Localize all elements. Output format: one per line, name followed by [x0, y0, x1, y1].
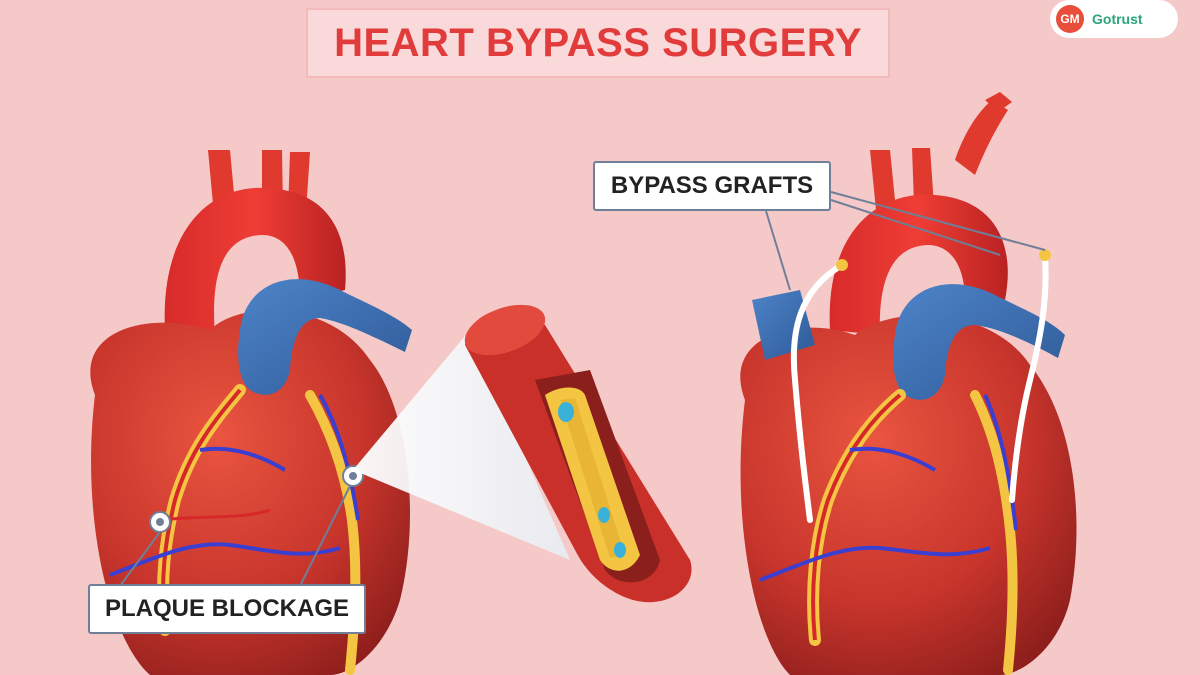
left-heart: [90, 150, 412, 675]
brand-badge-icon: GM: [1056, 5, 1084, 33]
brand-name: Gotrust: [1092, 11, 1143, 27]
magnify-cone: [353, 330, 570, 560]
brand-logo[interactable]: GM Gotrust: [1050, 0, 1178, 38]
artery-cross-section: [464, 304, 692, 603]
bypass-grafts-label: BYPASS GRAFTS: [593, 161, 831, 211]
title-banner: HEART BYPASS SURGERY: [306, 8, 890, 78]
plaque-blockage-label: PLAQUE BLOCKAGE: [88, 584, 366, 634]
page-title: HEART BYPASS SURGERY: [334, 20, 862, 65]
right-heart: [740, 92, 1077, 675]
